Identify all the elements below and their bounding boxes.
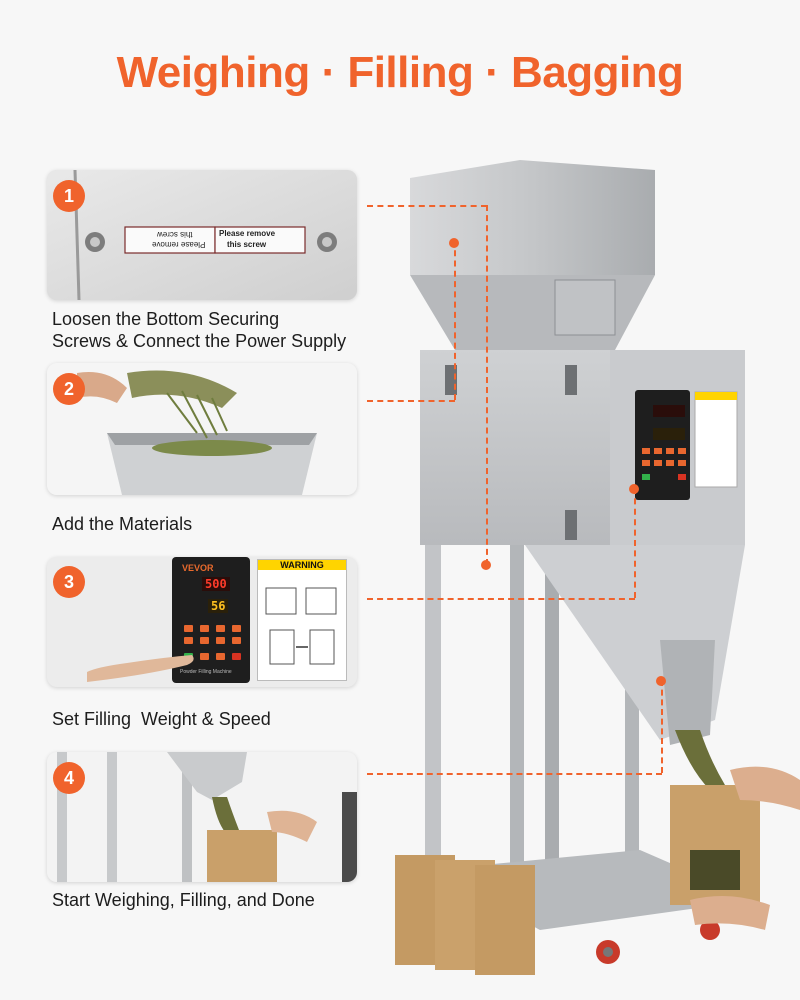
speed-display: 56 (208, 599, 229, 613)
step-3-badge: 3 (53, 566, 85, 598)
finger-pressing-key (87, 655, 194, 682)
sticker-right-line1: Please remove (219, 229, 276, 238)
step-2-caption: Add the Materials (52, 514, 193, 534)
step-2-badge: 2 (53, 373, 85, 405)
warning-title: WARNING (258, 560, 346, 570)
step-3-image: VEVOR 500 56 Powder Filling Machine WARN… (47, 557, 357, 687)
callout-dot-1 (481, 560, 491, 570)
callout-vertical-1 (486, 205, 488, 565)
step-2-image (47, 363, 357, 495)
panel-model-text: Powder Filling Machine (180, 669, 232, 675)
bag-filling-illustration (47, 752, 357, 882)
warning-card: WARNING (257, 559, 347, 681)
callout-vertical-2 (454, 240, 456, 400)
step-4-image (47, 752, 357, 882)
sticker-left-line2: Please remove (152, 240, 206, 249)
panel-with-screws-illustration (47, 170, 357, 300)
step-4-caption: Start Weighing, Filling, and Done (52, 890, 315, 910)
step-1-badge: 1 (53, 180, 85, 212)
callout-dot-4 (656, 676, 666, 686)
step-1-image: this screw Please remove Please remove t… (47, 170, 357, 300)
warning-diagram (265, 587, 337, 665)
sticker-left-line1: this screw (157, 230, 193, 239)
step-1-caption-line2: Screws & Connect the Power Supply (52, 331, 347, 351)
weight-display: 500 (202, 577, 230, 591)
panel-brand: VEVOR (182, 563, 214, 573)
step-3-caption: Set Filling Weight & Speed (52, 709, 271, 729)
callout-vertical-3 (634, 488, 636, 598)
page-title: Weighing · Filling · Bagging (116, 48, 684, 97)
callout-vertical-4 (661, 680, 663, 773)
filling-machine (395, 160, 800, 975)
sticker-right-line2: this screw (227, 240, 267, 249)
step-1-caption-line1: Loosen the Bottom Securing (52, 309, 280, 329)
callout-dot-3 (629, 484, 639, 494)
adding-materials-illustration (47, 363, 357, 495)
callout-dot-2 (449, 238, 459, 248)
step-4-badge: 4 (53, 762, 85, 794)
callout-line-1 (367, 205, 487, 207)
callout-line-2 (367, 400, 455, 402)
callout-line-4 (367, 773, 662, 775)
callout-line-3 (367, 598, 635, 600)
